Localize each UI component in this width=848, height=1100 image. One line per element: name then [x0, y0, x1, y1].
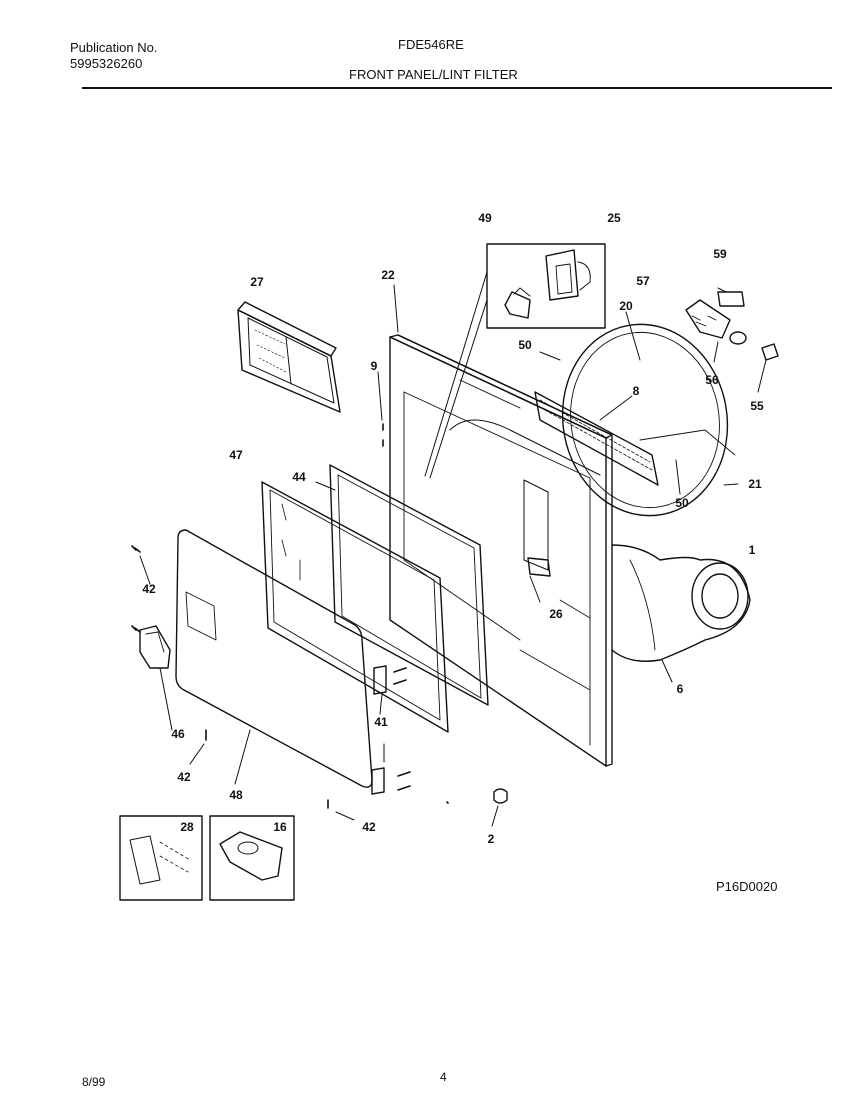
- callout-56: 56: [705, 373, 719, 387]
- detail-inset-28: [119, 815, 203, 901]
- header-rule: [82, 87, 832, 89]
- callout-42-right: 42: [362, 820, 376, 834]
- callout-16: 16: [273, 820, 287, 834]
- section-title: FRONT PANEL/LINT FILTER: [349, 67, 518, 82]
- callout-1: 1: [748, 543, 756, 557]
- callout-27: 27: [250, 275, 264, 289]
- callout-9: 9: [370, 359, 378, 373]
- model-number: FDE546RE: [398, 37, 464, 52]
- callout-41: 41: [374, 715, 388, 729]
- inner-door-part: [329, 464, 489, 706]
- callout-8: 8: [632, 384, 640, 398]
- screw-parts: [131, 423, 449, 809]
- callout-50-upper: 50: [518, 338, 532, 352]
- page-number: 4: [440, 1070, 447, 1084]
- publication-label: Publication No.: [70, 40, 158, 55]
- detail-inset-16: [209, 815, 295, 901]
- lint-filter-part: [237, 301, 341, 413]
- front-panel-part: [389, 334, 613, 767]
- callout-55: 55: [750, 399, 764, 413]
- callout-20: 20: [619, 299, 633, 313]
- outer-door-part: [175, 529, 373, 788]
- callout-22: 22: [381, 268, 395, 282]
- leader-lines: [139, 271, 767, 827]
- callout-49: 49: [478, 211, 492, 225]
- callout-42-middle: 42: [177, 770, 191, 784]
- callout-6: 6: [676, 682, 684, 696]
- publication-number: 5995326260: [70, 56, 143, 71]
- door-switch-part: [527, 557, 551, 577]
- callout-47: 47: [229, 448, 243, 462]
- callout-2: 2: [487, 832, 495, 846]
- knob-part: [493, 788, 508, 804]
- callout-50-lower: 50: [675, 496, 689, 510]
- door-handle-part: [139, 625, 171, 669]
- callout-59: 59: [713, 247, 727, 261]
- callout-21: 21: [748, 477, 762, 491]
- figure-code: P16D0020: [716, 879, 778, 894]
- callout-26: 26: [549, 607, 563, 621]
- callout-25: 25: [607, 211, 621, 225]
- drum-front-part: [534, 323, 736, 517]
- thermostat-parts: [685, 291, 779, 361]
- detail-inset-49: [486, 243, 606, 329]
- footer-date: 8/99: [82, 1075, 106, 1089]
- callout-57: 57: [636, 274, 650, 288]
- callout-28: 28: [180, 820, 194, 834]
- callout-46: 46: [171, 727, 185, 741]
- callout-44: 44: [292, 470, 306, 484]
- callout-48: 48: [229, 788, 243, 802]
- callout-42-left: 42: [142, 582, 156, 596]
- blower-duct-part: [611, 544, 751, 662]
- hinge-parts: [371, 665, 411, 795]
